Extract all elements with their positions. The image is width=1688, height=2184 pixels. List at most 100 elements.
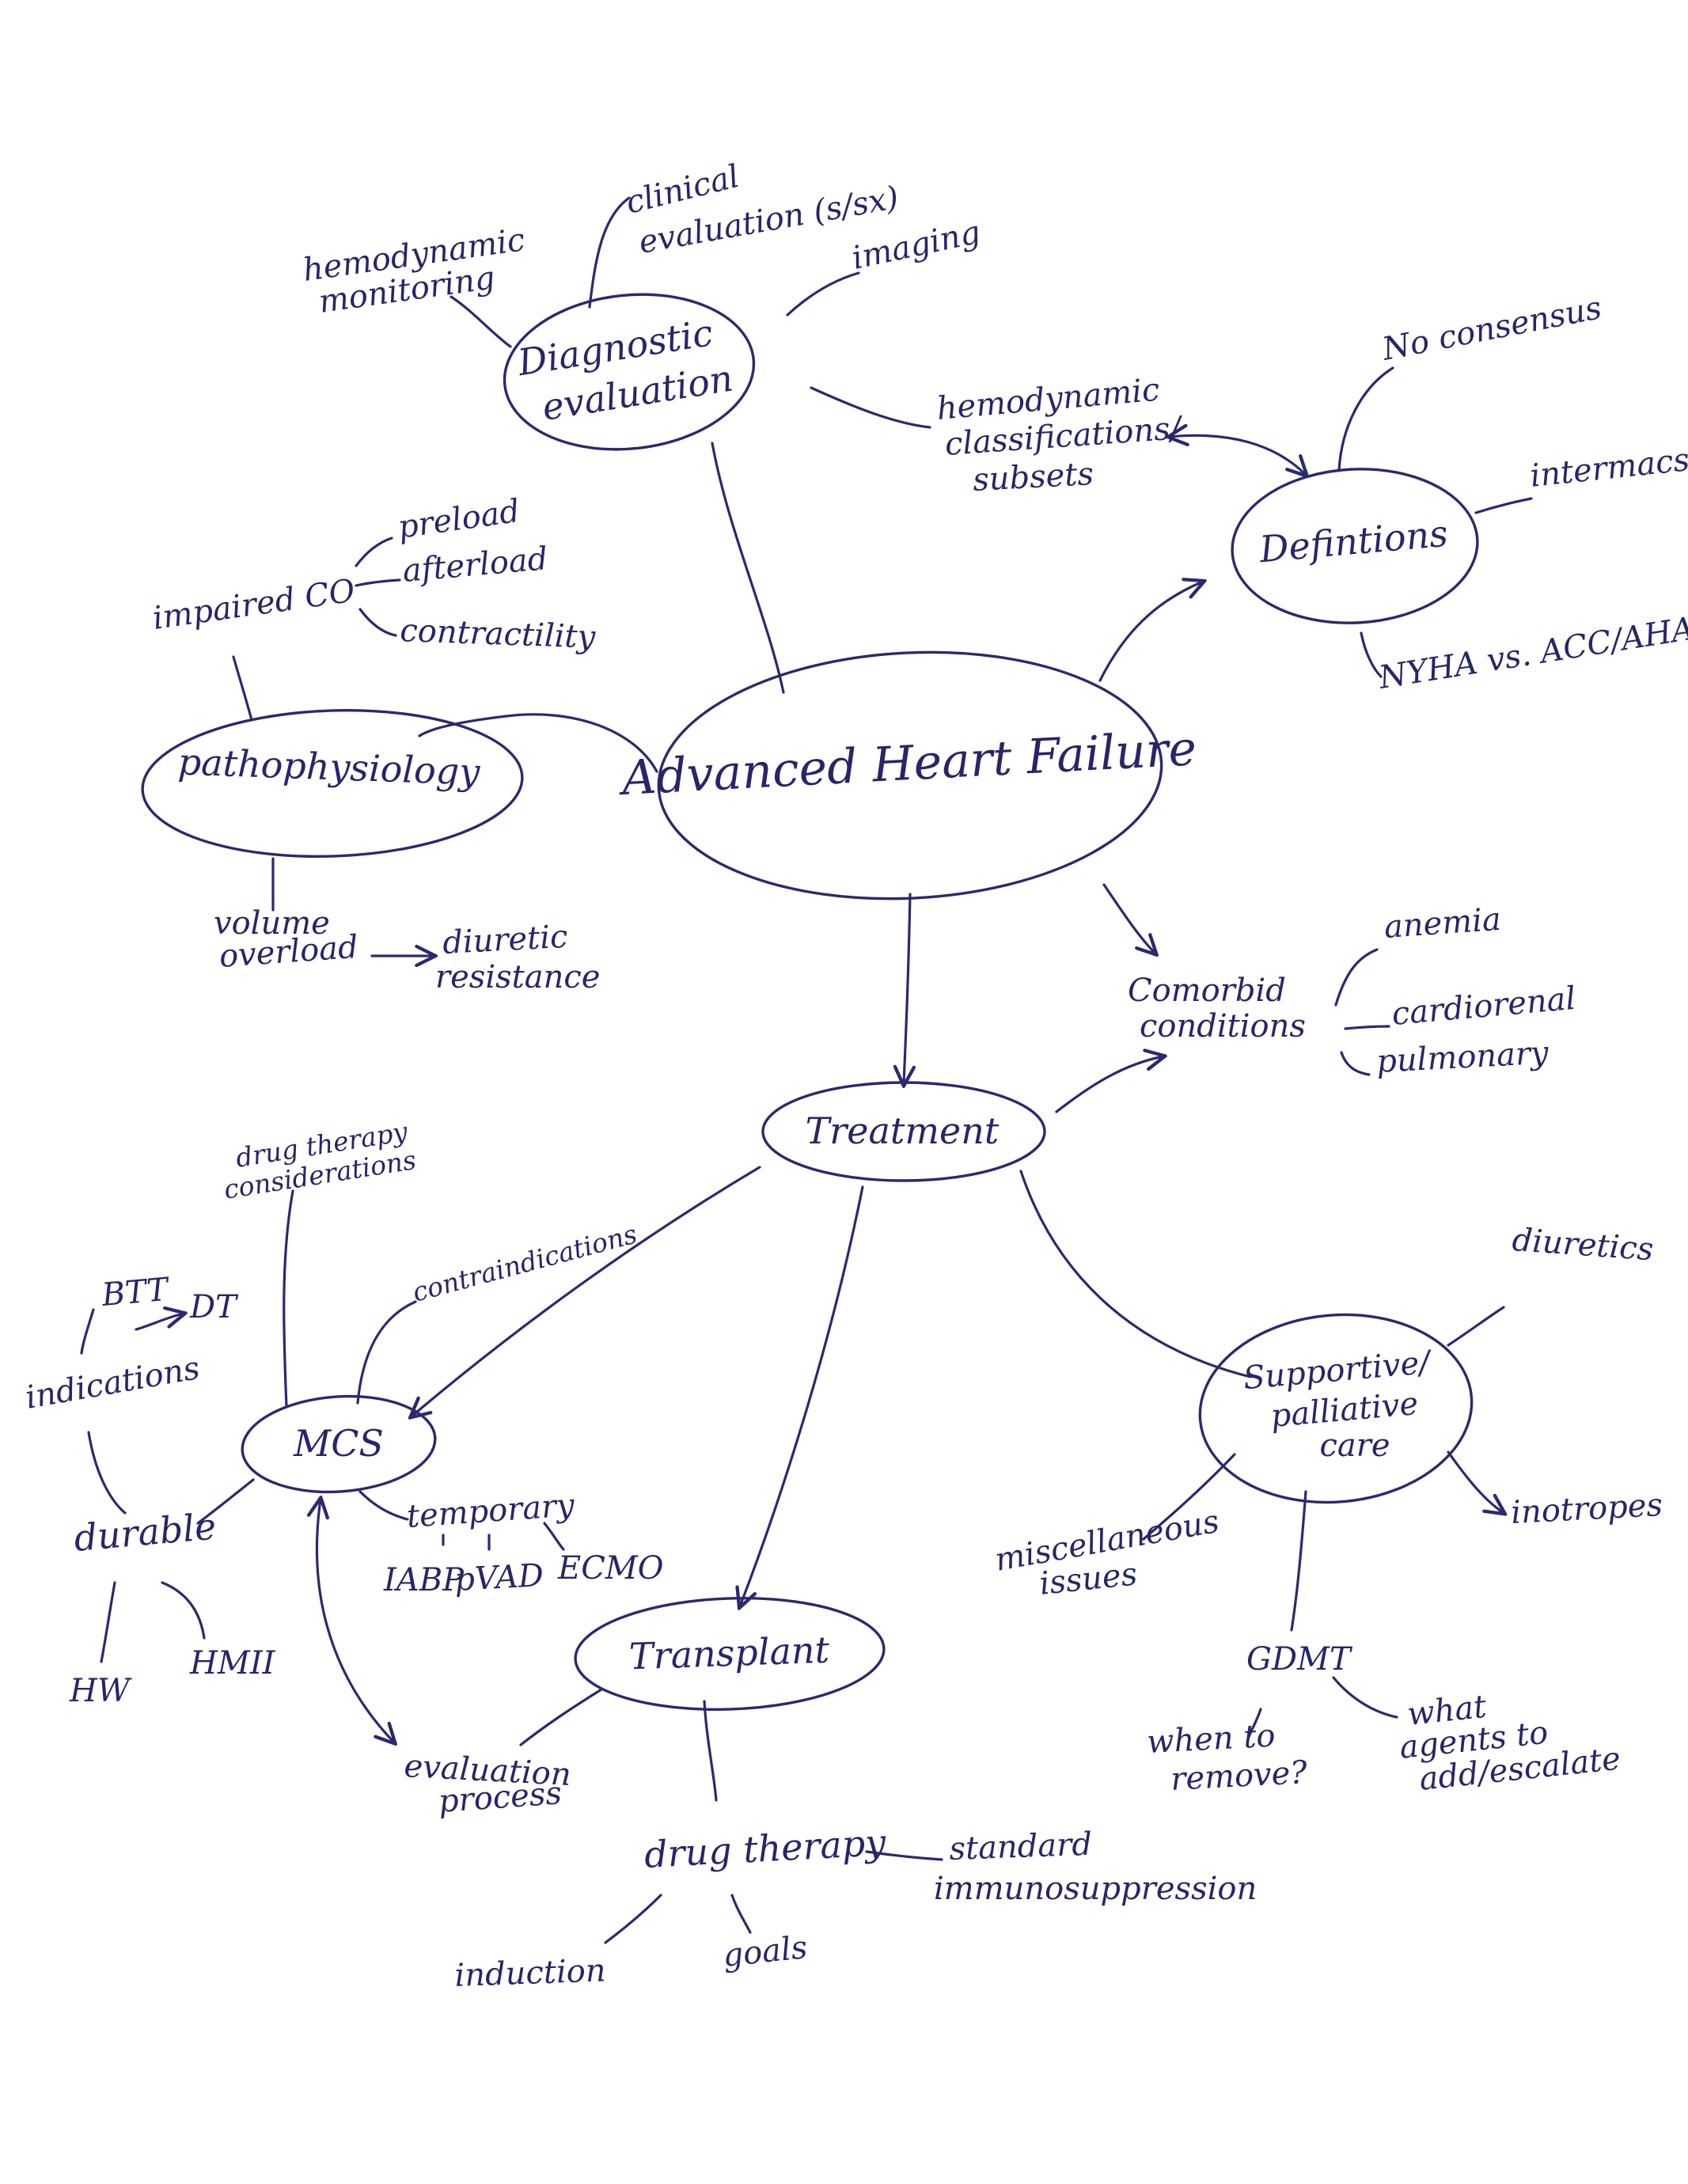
- link-comorbid-anemia: [1334, 948, 1379, 1007]
- link-definitions-no-consensus: [1337, 366, 1394, 472]
- hmii-label: HMII: [189, 1645, 276, 1682]
- link-central-treatment: [904, 893, 910, 1084]
- inotropes-label: inotropes: [1510, 1487, 1663, 1531]
- link-central-comorbid: [1102, 883, 1155, 954]
- diuretics-label: diuretics: [1511, 1222, 1655, 1268]
- link-diagnostic-hemo-monitoring: [450, 295, 512, 348]
- link-drug-therapy-induction: [604, 1894, 662, 1944]
- gdmt-label: GDMT: [1246, 1641, 1353, 1678]
- link-hemo-class-definitions: [1170, 435, 1306, 475]
- treatment-bubble: [761, 1081, 1046, 1182]
- temporary-label: temporary: [405, 1487, 576, 1535]
- contraindications-label: contraindications: [409, 1219, 640, 1308]
- link-treatment-mcs: [412, 1166, 761, 1416]
- definitions-bubble: [1231, 468, 1479, 624]
- link-comorbid-pulmonary: [1340, 1051, 1371, 1076]
- link-mcs-contraindications: [356, 1300, 417, 1405]
- transplant-label: Transplant: [628, 1629, 830, 1678]
- central-topic: Advanced Heart Failure: [616, 721, 1197, 806]
- iabp-label: IABP: [383, 1562, 465, 1598]
- link-btt-indications: [80, 1308, 95, 1355]
- link-indications-durable: [87, 1431, 127, 1515]
- link-supportive-diuretics: [1447, 1306, 1505, 1347]
- pathophysiology-label: pathophysiology: [177, 740, 481, 793]
- transplant-bubble: [574, 1597, 886, 1711]
- connectors: [80, 196, 1533, 1944]
- treatment-label: Treatment: [806, 1109, 1000, 1152]
- hw-label: HW: [69, 1673, 132, 1709]
- link-diagnostic-imaging: [786, 271, 860, 317]
- induction-label: induction: [454, 1952, 607, 1994]
- link-mcs-durable: [196, 1478, 255, 1525]
- goals-label: goals: [721, 1929, 809, 1974]
- mcs-label: MCS: [293, 1422, 384, 1465]
- link-gdmt-when-remove: [1247, 1708, 1262, 1738]
- link-mcs-drug-considerations: [283, 1189, 294, 1409]
- impaired-co-label: impaired CO: [150, 573, 357, 637]
- durable-label: durable: [72, 1504, 218, 1559]
- intermacs-label: intermacs: [1528, 442, 1688, 495]
- imaging-label: imaging: [849, 214, 984, 277]
- link-treatment-transplant: [740, 1185, 864, 1606]
- definitions-label: Defintions: [1257, 512, 1449, 571]
- link-comorbid-cardiorenal: [1344, 1025, 1390, 1030]
- link-diagnostic-hemo-class: [810, 386, 931, 429]
- hemo-class-line3: subsets: [972, 456, 1094, 499]
- link-diagnostic-clinical: [588, 196, 631, 309]
- afterload-label: afterload: [401, 540, 549, 590]
- nyha-label: NYHA vs. ACC/AHA: [1375, 610, 1688, 696]
- dt-label: DT: [189, 1289, 239, 1325]
- link-central-diagnostic: [711, 442, 785, 694]
- link-treatment-supportive: [1019, 1170, 1252, 1378]
- link-central-pathophysiology: [418, 713, 658, 773]
- diagnostic-bubble: [503, 293, 756, 451]
- bubbles: [141, 293, 1479, 1711]
- link-patho-impaired-co: [232, 655, 253, 722]
- transplant-drug-therapy-label: drug therapy: [643, 1821, 888, 1876]
- pvad-label: pVAD: [453, 1557, 544, 1598]
- link-mcs-temporary: [358, 1490, 409, 1521]
- link-gdmt-what-agents: [1332, 1676, 1398, 1719]
- supportive-bubble: [1198, 1313, 1474, 1504]
- no-consensus-label: No consensus: [1379, 290, 1604, 368]
- diuretic-resistance-line1: diuretic: [442, 919, 568, 961]
- when-to-remove-line1: when to: [1146, 1718, 1276, 1761]
- when-to-remove-line2: remove?: [1170, 1754, 1308, 1798]
- link-durable-hw: [100, 1581, 116, 1663]
- link-impaired-co-afterload: [355, 578, 401, 587]
- link-btt-dt: [135, 1314, 184, 1331]
- link-definitions-intermacs: [1474, 497, 1533, 514]
- pathophysiology-bubble: [141, 708, 524, 859]
- cardiorenal-label: cardiorenal: [1390, 980, 1577, 1033]
- immunosuppression-line1: standard: [949, 1826, 1093, 1867]
- btt-label: BTT: [100, 1272, 172, 1314]
- link-definitions-nyha: [1360, 631, 1383, 678]
- link-temporary-ecmo: [543, 1522, 565, 1551]
- link-supportive-gdmt: [1290, 1490, 1307, 1632]
- link-drug-therapy-goals: [730, 1894, 752, 1934]
- link-durable-hmii: [161, 1581, 206, 1640]
- diuretic-resistance-line2: resistance: [435, 959, 600, 995]
- comorbid-line1: Comorbid: [1128, 973, 1286, 1009]
- mcs-bubble: [241, 1394, 437, 1494]
- what-agents-line1: what: [1405, 1689, 1489, 1733]
- link-treatment-comorbid: [1055, 1056, 1163, 1113]
- link-impaired-co-contractility: [358, 608, 397, 637]
- comorbid-line2: conditions: [1140, 1008, 1306, 1045]
- pulmonary-label: pulmonary: [1375, 1035, 1550, 1080]
- link-drug-therapy-immuno: [865, 1850, 943, 1861]
- link-central-definitions: [1098, 582, 1203, 682]
- labels: Advanced Heart Failure Diagnostic evalua…: [23, 158, 1688, 1994]
- central-bubble: [657, 650, 1163, 901]
- evaluation-process-line2: process: [437, 1775, 563, 1820]
- link-supportive-inotropes: [1447, 1450, 1504, 1513]
- volume-overload-line1: volume: [214, 905, 330, 942]
- link-impaired-co-preload: [355, 537, 393, 567]
- link-mcs-evaluation: [317, 1500, 394, 1742]
- preload-label: preload: [396, 493, 522, 546]
- anemia-label: anemia: [1383, 901, 1502, 946]
- contractility-label: contractility: [400, 612, 597, 656]
- ecmo-label: ECMO: [557, 1550, 664, 1587]
- link-transplant-drug-therapy: [703, 1700, 718, 1802]
